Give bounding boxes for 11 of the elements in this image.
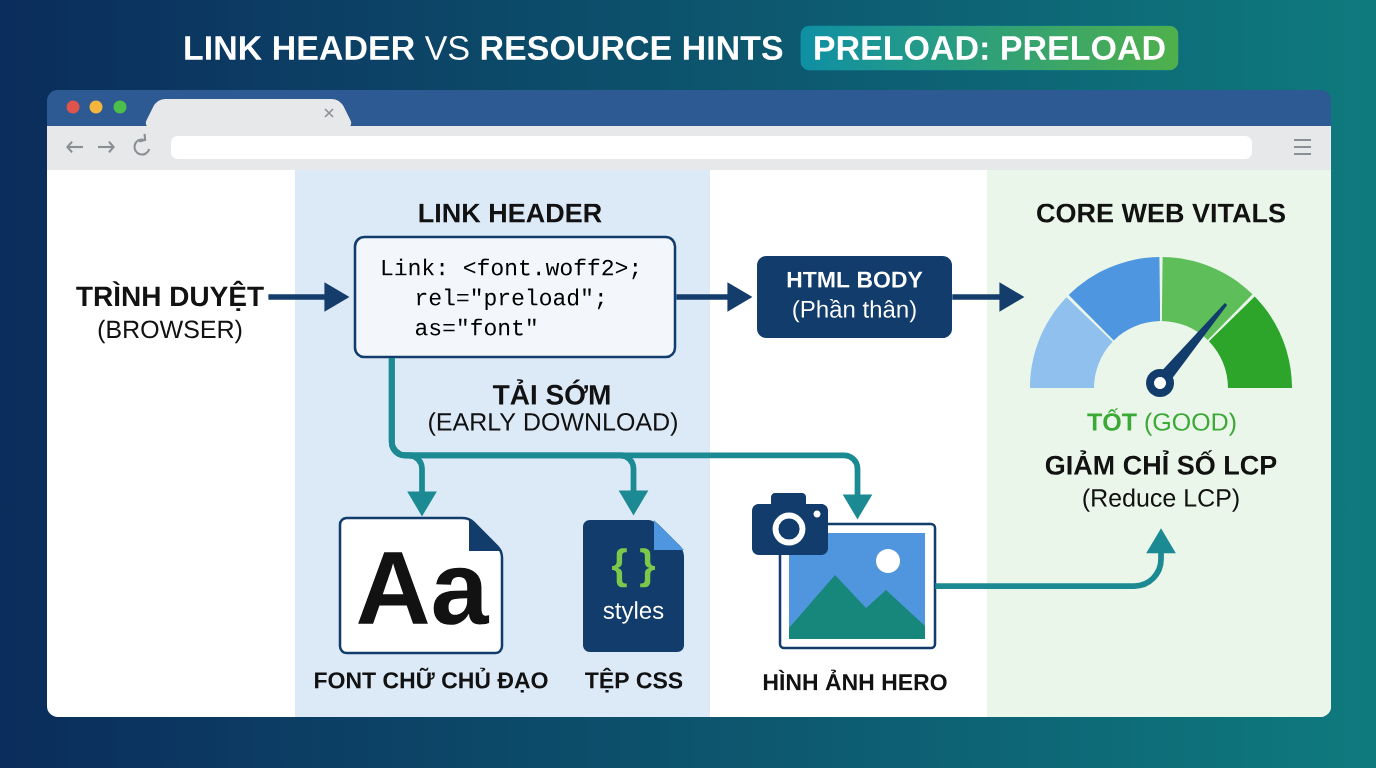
actor-label: TRÌNH DUYỆT (BROWSER): [76, 280, 264, 344]
result-label: GIẢM CHỈ SỐ LCP (Reduce LCP): [1045, 450, 1277, 512]
process-box: HTML BODY (Phần thân): [757, 256, 952, 338]
title-badge: PRELOAD: PRELOAD: [800, 25, 1179, 71]
icon-label: FONT CHỮ CHỦ ĐẠO: [315, 667, 548, 693]
icon-label: TỆP CSS: [585, 667, 683, 693]
title: LINK HEADER VS RESOURCE HINTS: [185, 35, 783, 61]
status-label: TỐT (GOOD): [1087, 408, 1236, 436]
code-box: Link: <font.woff2>; rel="preload"; as="font": [353, 235, 677, 359]
note-text: (EARLY DOWNLOAD): [429, 412, 677, 436]
icon-label: HÌNH ẢNH HERO: [763, 669, 947, 691]
